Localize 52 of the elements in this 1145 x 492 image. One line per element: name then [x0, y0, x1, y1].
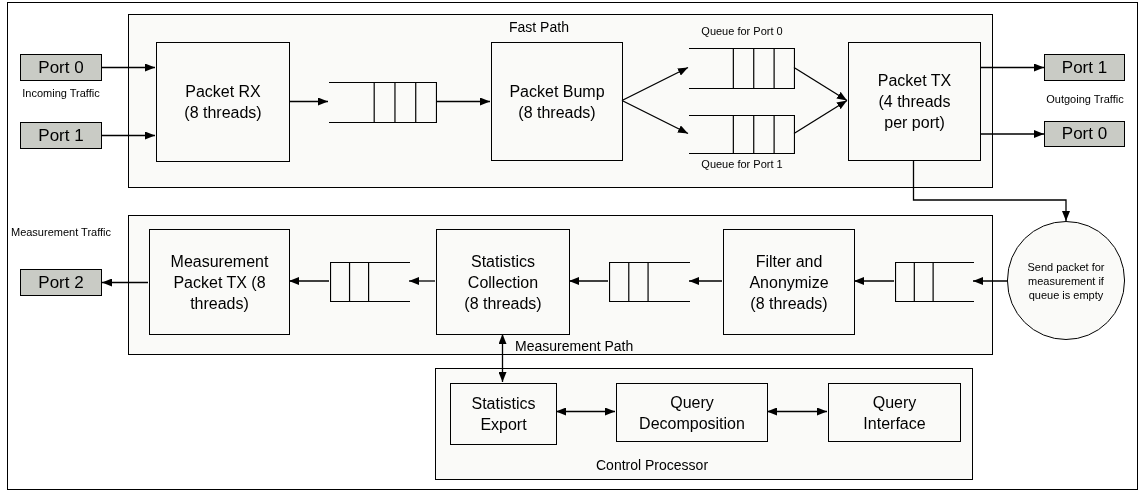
arrow	[793, 99, 848, 135]
arrow	[853, 277, 895, 285]
process-box: Filter and Anonymize (8 threads)	[723, 229, 855, 335]
port-box: Port 1	[1044, 54, 1125, 81]
port-box: Port 0	[1044, 121, 1125, 147]
arrow	[979, 130, 1045, 138]
process-box: Packet Bump (8 threads)	[491, 42, 623, 161]
panel-title: Fast Path	[509, 19, 569, 35]
caption-text: Queue for Port 1	[700, 158, 784, 171]
arrow	[568, 277, 609, 285]
arrow	[408, 277, 436, 285]
queue-symbol	[609, 262, 690, 302]
process-box: Measurement Packet TX (8 threads)	[149, 229, 290, 335]
process-box: Query Interface	[828, 383, 961, 442]
label-text: Incoming Traffic	[21, 86, 101, 100]
arrow	[621, 66, 689, 102]
arrow	[555, 407, 616, 416]
caption-text: Queue for Port 0	[700, 25, 784, 38]
group-panel	[128, 14, 993, 188]
arrow	[101, 63, 156, 72]
group-panel	[128, 215, 993, 355]
arrow	[972, 277, 1008, 285]
arrow	[288, 97, 329, 106]
panel-title: Measurement Path	[515, 338, 634, 354]
port-box: Port 1	[20, 122, 102, 149]
port-box: Port 0	[20, 54, 102, 81]
port-box: Port 2	[20, 269, 102, 296]
arrow	[912, 159, 1070, 222]
caption-text: Measurement Traffic	[9, 226, 113, 239]
arrow	[621, 99, 689, 135]
arrow	[979, 63, 1045, 72]
process-box: Statistics Collection (8 threads)	[436, 229, 570, 335]
queue-symbol	[895, 262, 974, 302]
queue-symbol	[689, 48, 795, 89]
arrow	[101, 131, 156, 140]
queue-symbol	[330, 262, 410, 302]
arrow	[766, 407, 828, 416]
process-box: Packet TX (4 threads per port)	[848, 42, 981, 161]
process-box: Packet RX (8 threads)	[156, 42, 290, 162]
queue-symbol	[329, 82, 437, 123]
arrow	[793, 66, 848, 102]
queue-symbol	[689, 115, 795, 154]
process-box: Statistics Export	[450, 383, 557, 445]
label-text: Outgoing Traffic	[1045, 92, 1125, 106]
process-box: Query Decomposition	[616, 383, 768, 442]
arrow	[498, 333, 507, 383]
arrow	[435, 97, 491, 106]
arrow	[688, 277, 723, 285]
group-panel	[435, 368, 973, 480]
panel-title: Control Processor	[596, 457, 709, 473]
arrow	[101, 278, 149, 287]
arrow	[288, 277, 330, 285]
